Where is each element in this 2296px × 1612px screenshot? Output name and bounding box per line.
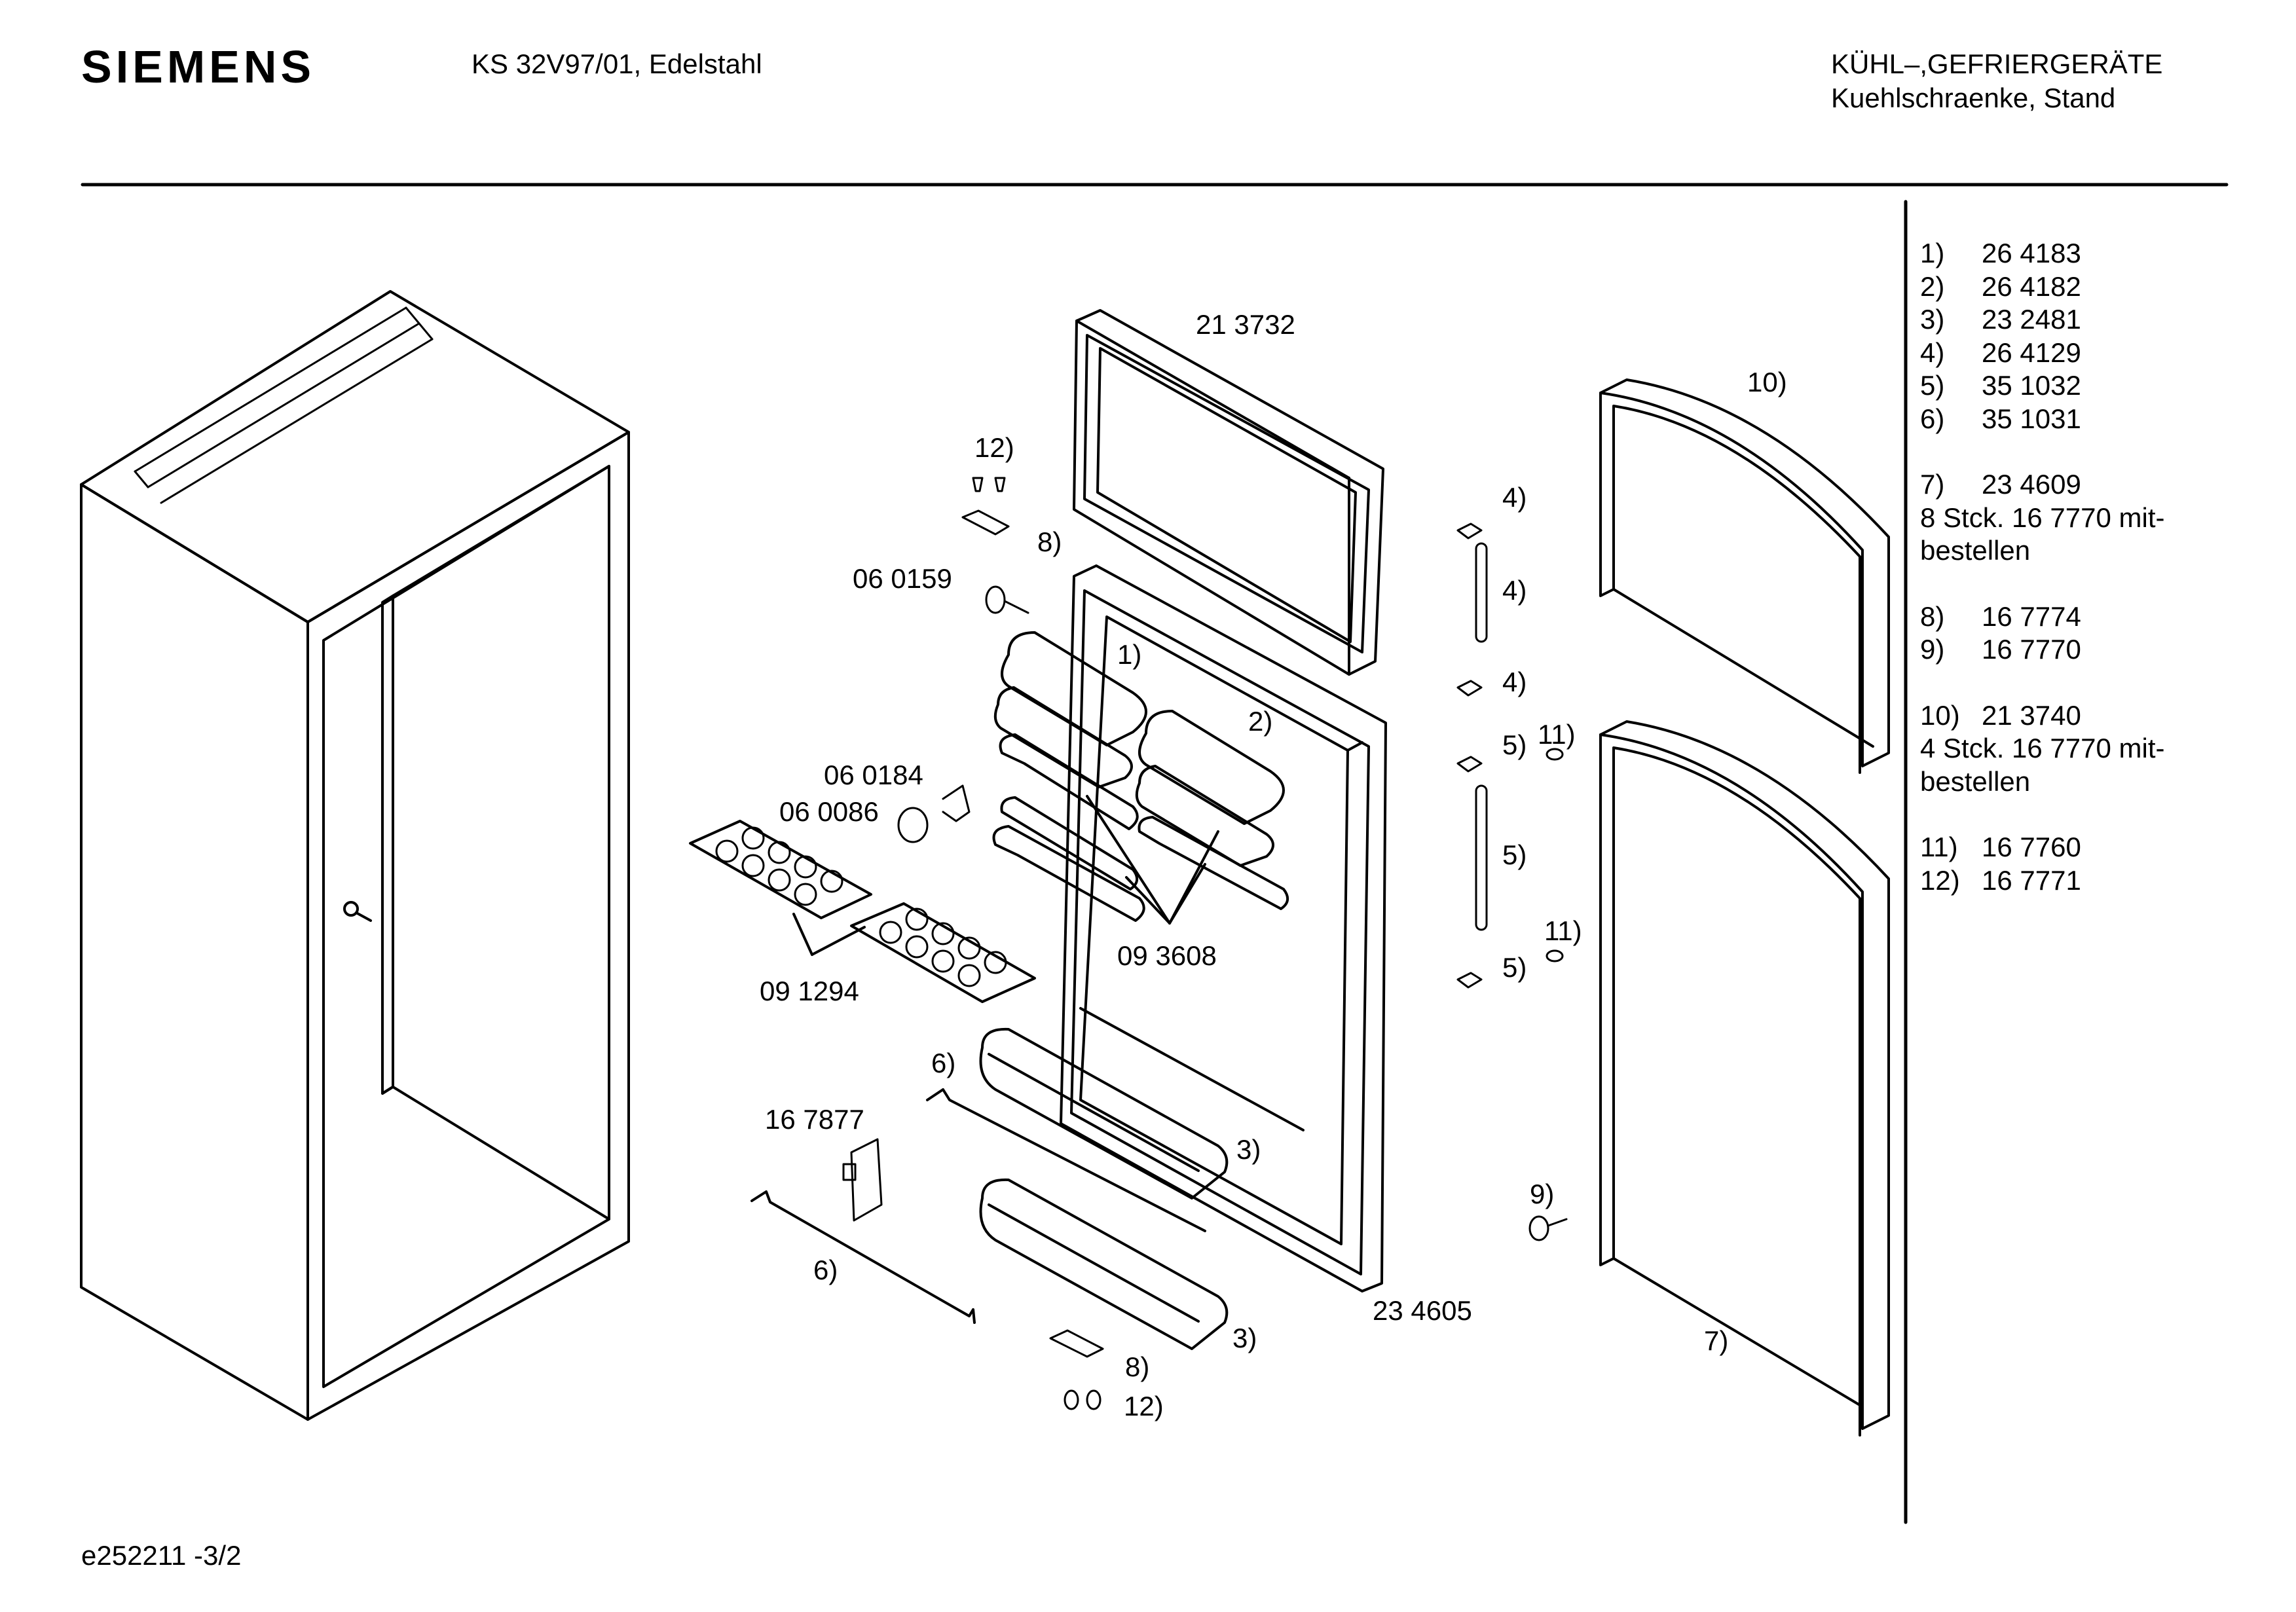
parts-list-row: 12)16 7771: [1920, 864, 2081, 896]
label-ref-6-bottom: 6): [813, 1255, 838, 1285]
label-part-060159: 06 0159: [853, 563, 952, 594]
decor-frames: [1601, 380, 1889, 1435]
label-part-060184: 06 0184: [824, 760, 923, 790]
egg-trays: [690, 821, 1035, 1002]
label-part-093608: 09 3608: [1117, 940, 1217, 971]
category-line-2: Kuehlschraenke, Stand: [1831, 82, 2116, 113]
label-ref-4-c: 4): [1502, 667, 1527, 697]
retaining-wires: [752, 1090, 1205, 1323]
bottle-shelves: [981, 1029, 1227, 1349]
parts-list-row: 4)26 4129: [1920, 337, 2081, 368]
label-ref-11-b: 11): [1544, 915, 1582, 946]
parts-list-row: 1)26 4183: [1920, 238, 2081, 268]
parts-list-row: 9)16 7770: [1920, 634, 2081, 665]
label-ref-12-top: 12): [974, 432, 1014, 463]
label-ref-8-bottom: 8): [1125, 1351, 1150, 1382]
parts-list-note: 4 Stck. 16 7770 mit-: [1920, 733, 2165, 763]
parts-list-row: 10)21 3740: [1920, 699, 2081, 731]
label-part-060086: 06 0086: [779, 796, 879, 827]
label-ref-5-a: 5): [1502, 729, 1527, 760]
label-ref-4-b: 4): [1502, 575, 1527, 606]
label-ref-9: 9): [1530, 1179, 1555, 1209]
parts-list-row: 7)23 4609: [1920, 469, 2081, 500]
parts-list-note: bestellen: [1920, 535, 2031, 566]
label-part-091294: 09 1294: [760, 976, 859, 1006]
door-shelves-1-2: [994, 632, 1288, 923]
label-part-234605: 23 4605: [1373, 1295, 1472, 1326]
freezer-door: [1074, 310, 1383, 674]
label-ref-8-top: 8): [1037, 526, 1062, 557]
model-title: KS 32V97/01, Edelstahl: [472, 48, 762, 79]
parts-list-note: bestellen: [1920, 765, 2031, 797]
label-ref-5-c: 5): [1502, 952, 1527, 983]
fridge-door: [1061, 566, 1386, 1291]
parts-list-row: 6)35 1031: [1920, 403, 2081, 434]
category-line-1: KÜHL–,GEFRIERGERÄTE: [1831, 48, 2163, 79]
label-ref-12-bottom: 12): [1124, 1391, 1164, 1421]
parts-list-note: 8 Stck. 16 7770 mit-: [1920, 502, 2165, 533]
label-ref-3-top: 3): [1236, 1134, 1261, 1165]
label-ref-6-top: 6): [931, 1048, 956, 1078]
label-part-213732: 21 3732: [1196, 309, 1295, 340]
brand-logo: SIEMENS: [81, 41, 316, 92]
label-ref-10: 10): [1747, 367, 1787, 397]
parts-list-row: 2)26 4182: [1920, 270, 2081, 302]
parts-list-row: 11)16 7760: [1920, 832, 2081, 862]
small-parts: [843, 478, 1566, 1409]
parts-list-row: 5)35 1032: [1920, 370, 2081, 401]
parts-list-row: 3)23 2481: [1920, 304, 2081, 335]
label-part-167877: 16 7877: [765, 1104, 864, 1135]
label-ref-1: 1): [1117, 639, 1142, 670]
parts-list-row: 8)16 7774: [1920, 600, 2081, 632]
label-ref-3-bottom: 3): [1232, 1323, 1257, 1353]
label-ref-7: 7): [1704, 1325, 1729, 1356]
label-ref-2: 2): [1248, 706, 1273, 737]
parts-list: 1)26 4183 2)26 4182 3)23 2481 4)26 4129 …: [1920, 237, 2165, 897]
label-ref-11-a: 11): [1538, 719, 1576, 750]
cabinet-body: [81, 291, 629, 1420]
label-ref-5-b: 5): [1502, 839, 1527, 870]
label-ref-4-a: 4): [1502, 482, 1527, 513]
document-id: e252211 -3/2: [81, 1540, 242, 1571]
